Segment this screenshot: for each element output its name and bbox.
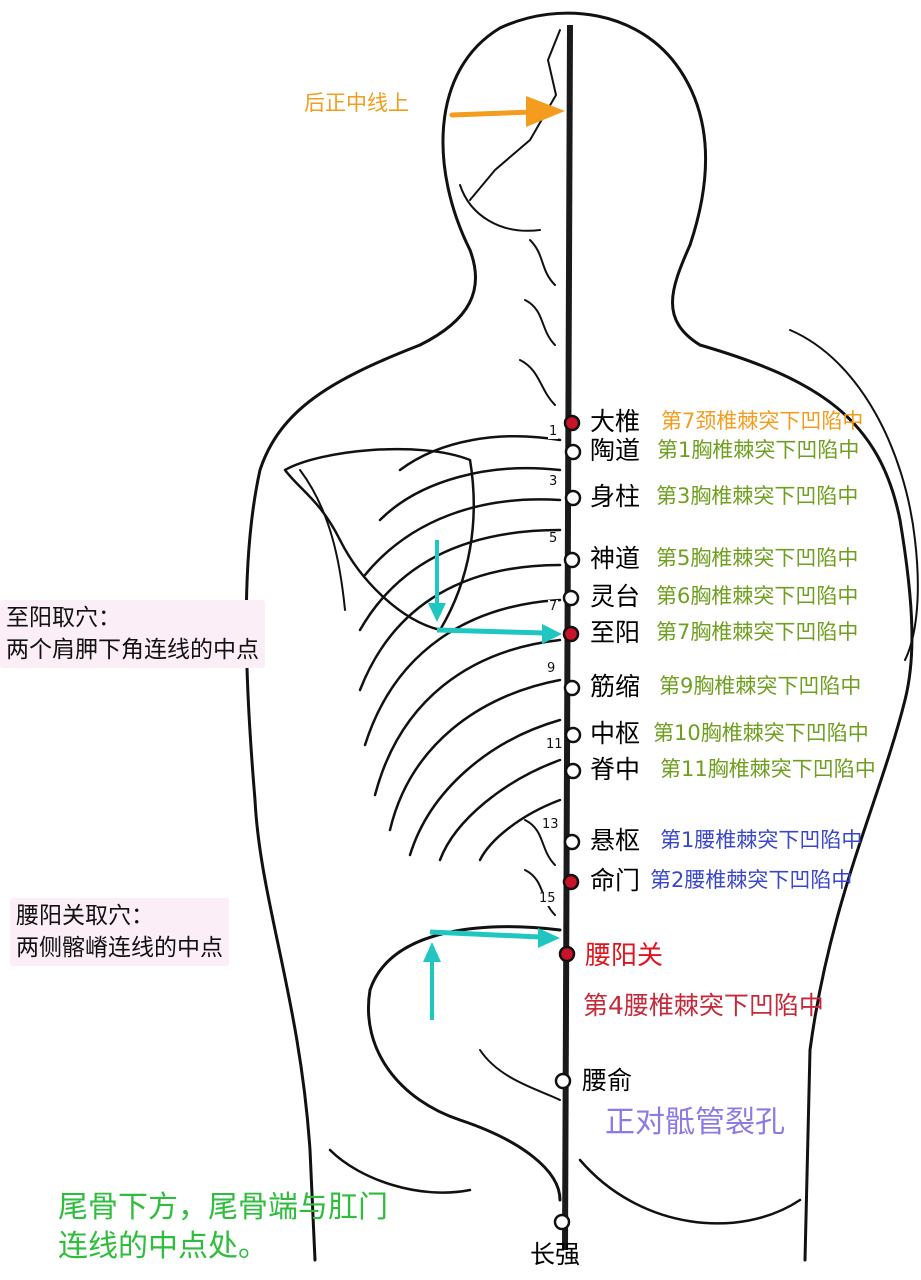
vertebra-number: 1 — [548, 424, 559, 439]
head-outline — [441, 11, 708, 252]
point-name: 至阳 — [590, 618, 641, 647]
vertebra-number: 9 — [546, 661, 557, 676]
point-4-marker — [562, 589, 580, 607]
point-name: 神道 — [590, 544, 641, 573]
yaoyang-note-box: 腰阳关取穴： 两侧髂嵴连线的中点 — [10, 898, 229, 966]
vertebra-number: 13 — [541, 817, 560, 832]
point-desc: 第7颈椎棘突下凹陷中 — [661, 409, 864, 433]
acupoint-markers — [553, 414, 582, 1231]
yaoyang-note-line1: 腰阳关取穴： — [16, 903, 154, 929]
vertebra-number: 11 — [545, 737, 564, 752]
point-desc: 第10胸椎棘突下凹陷中 — [653, 721, 869, 745]
point-name: 灵台 — [590, 582, 641, 611]
vertebra-number: 15 — [538, 891, 557, 906]
point-desc: 第2腰椎棘突下凹陷中 — [650, 868, 853, 892]
point-desc: 第1胸椎棘突下凹陷中 — [657, 438, 860, 462]
point-desc: 第6胸椎棘突下凹陷中 — [656, 584, 859, 608]
point-7-marker — [564, 726, 582, 744]
point-1-marker — [564, 443, 582, 461]
point-6-marker — [563, 679, 581, 697]
zhiyang-arrows — [428, 540, 562, 644]
point-8-marker — [564, 762, 582, 780]
vertebra-number: 5 — [548, 531, 559, 546]
point-desc: 第7胸椎棘突下凹陷中 — [656, 620, 859, 644]
head-arrow — [449, 96, 565, 127]
point-3-marker — [563, 551, 581, 569]
yaoshu-desc: 正对骶管裂孔 — [605, 1105, 785, 1140]
torso-left — [244, 343, 422, 1262]
neck-right — [671, 243, 702, 347]
point-9-marker — [563, 833, 581, 851]
arm-right — [789, 329, 919, 661]
torso-right — [698, 343, 914, 1262]
yaoyang-note-line2: 两侧髂嵴连线的中点 — [16, 935, 223, 961]
changqiang-name: 长强 — [530, 1240, 581, 1269]
changqiang-marker — [553, 1213, 571, 1231]
point-0-marker — [563, 414, 581, 432]
point-name: 命门 — [590, 866, 641, 895]
yaoyangguan-arrows — [423, 928, 560, 1020]
femur-left — [328, 1148, 472, 1194]
vertebra-number: 3 — [548, 474, 559, 489]
point-desc: 第9胸椎棘突下凹陷中 — [659, 674, 862, 698]
point-desc: 第11胸椎棘突下凹陷中 — [660, 757, 876, 781]
point-desc: 第5胸椎棘突下凹陷中 — [656, 546, 859, 570]
zhiyang-note-line2: 两个肩胛下角连线的中点 — [6, 637, 259, 663]
ribs — [358, 435, 562, 862]
point-name: 大椎 — [590, 407, 641, 436]
point-desc: 第1腰椎棘突下凹陷中 — [660, 828, 863, 852]
vertebra-number: 7 — [548, 599, 559, 614]
zhiyang-note-box: 至阳取穴： 两个肩胛下角连线的中点 — [0, 600, 265, 668]
buttock-right — [578, 1158, 802, 1225]
point-5-marker — [562, 625, 580, 643]
point-name: 陶道 — [590, 436, 641, 465]
yaoyangguan-desc: 第4腰椎棘突下凹陷中 — [583, 991, 824, 1020]
neck-left — [418, 248, 478, 347]
point-desc: 第3胸椎棘突下凹陷中 — [656, 484, 859, 508]
yaoyangguan-marker — [558, 945, 576, 963]
head-midline-label: 后正中线上 — [304, 91, 409, 115]
vertebrae — [519, 239, 556, 916]
changqiang-desc-line1: 尾骨下方，尾骨端与肛门 — [58, 1190, 388, 1225]
point-2-marker — [564, 489, 582, 507]
pelvis-left — [367, 925, 562, 1202]
changqiang-desc-line2: 连线的中点处。 — [58, 1229, 268, 1264]
yaoshu-marker — [554, 1072, 572, 1090]
point-name: 中枢 — [590, 719, 641, 748]
point-name: 脊中 — [590, 755, 641, 784]
yaoshu-name: 腰俞 — [582, 1066, 633, 1095]
point-name: 筋缩 — [590, 672, 641, 701]
zhiyang-note-line1: 至阳取穴： — [6, 605, 121, 631]
point-name: 悬枢 — [590, 826, 641, 855]
point-name: 身柱 — [590, 482, 641, 511]
point-10-marker — [562, 873, 580, 891]
yaoyangguan-name: 腰阳关 — [585, 941, 664, 971]
scapula — [283, 447, 475, 632]
